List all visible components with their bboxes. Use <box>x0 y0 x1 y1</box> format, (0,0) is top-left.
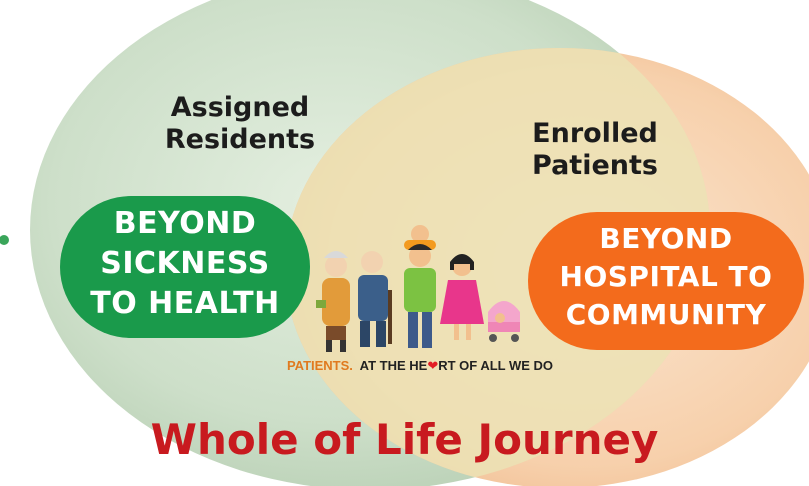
assigned-heading-line1: Assigned <box>170 92 310 123</box>
left-pill-line1: BEYOND <box>113 206 257 241</box>
tagline-part3: RT OF ALL WE DO <box>438 358 554 373</box>
tagline-part2: AT THE HE <box>359 358 428 373</box>
family-illustration-icon <box>316 225 520 352</box>
page-title: Whole of Life Journey <box>150 415 659 464</box>
beyond-hospital-label: BEYOND HOSPITAL TO COMMUNITY <box>535 220 797 334</box>
right-pill-line3: COMMUNITY <box>565 298 767 331</box>
heart-icon: ❤ <box>427 358 439 373</box>
tagline: PATIENTS. AT THE HE❤RT OF ALL WE DO <box>160 358 680 374</box>
left-pill <box>60 196 310 338</box>
bullet-dot-icon <box>0 235 9 245</box>
right-pill-line1: BEYOND <box>599 222 733 255</box>
beyond-sickness-label: BEYOND SICKNESS TO HEALTH <box>62 204 308 324</box>
left-pill-line3: TO HEALTH <box>90 286 280 321</box>
enrolled-heading-line2: Patients <box>532 150 658 181</box>
enrolled-patients-heading: Enrolled Patients <box>480 118 710 182</box>
assigned-residents-heading: Assigned Residents <box>120 92 360 156</box>
right-pill <box>528 212 804 350</box>
assigned-heading-line2: Residents <box>164 124 316 155</box>
right-pill-line2: HOSPITAL TO <box>559 260 773 293</box>
enrolled-heading-line1: Enrolled <box>532 118 658 149</box>
left-pill-line2: SICKNESS <box>100 246 270 281</box>
tagline-patients: PATIENTS. <box>286 358 353 373</box>
